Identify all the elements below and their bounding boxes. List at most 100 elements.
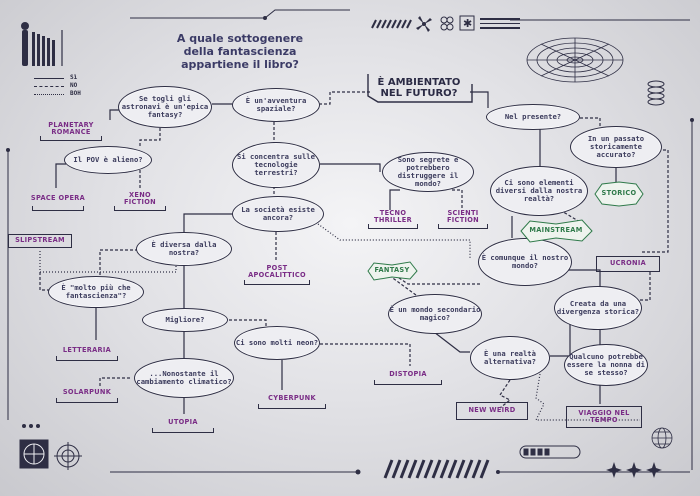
- genre-label: SLIPSTREAM: [15, 236, 65, 245]
- genre-label: SOLARPUNK: [62, 388, 112, 397]
- question-avventura: È un'avventura spaziale?: [232, 88, 320, 122]
- solid-line-icon: [34, 77, 64, 79]
- conn-divergenza-ucronia: [640, 272, 651, 301]
- conn-elementi-mainstream: [559, 209, 581, 223]
- genre-label: TECNO THRILLER: [374, 208, 412, 224]
- question-neon: Ci sono molti neon?: [234, 326, 320, 360]
- genre-storico: STORICO: [601, 189, 637, 198]
- frame-dots: [6, 16, 694, 475]
- question-migliore: Migliore?: [142, 308, 228, 332]
- question-nonni: Qualcuno potrebbe essere la nonna di se …: [564, 344, 648, 386]
- stripe-bar-icon: [383, 459, 490, 479]
- storico-burst: [594, 181, 644, 207]
- conn-segrete-scifi: [452, 189, 463, 210]
- conn-start-presente: [470, 91, 489, 108]
- genre-fantasy: FANTASY: [374, 266, 410, 275]
- question-pov: Il POV è alieno?: [64, 146, 152, 174]
- genre-space-opera: SPACE OPERA: [30, 190, 86, 211]
- genre-label: NEW WEIRD: [468, 406, 516, 415]
- question-alternativa: È una realtà alternativa?: [470, 336, 550, 380]
- question-presente: Nel presente?: [486, 104, 580, 130]
- question-diversa: È diversa dalla nostra?: [136, 232, 232, 266]
- flower-icon: [440, 16, 454, 31]
- conn-pov-spaceopera: [55, 163, 66, 188]
- conn-astronavi-planetary: [109, 109, 120, 120]
- wormhole-grid-icon: [526, 37, 624, 83]
- legend: Sì NO BOH: [34, 74, 81, 98]
- question-secondario: È un mondo secondario magico?: [388, 294, 482, 334]
- target-icon: [54, 442, 82, 470]
- human-silhouettes-icon: [21, 22, 55, 66]
- legend-label: NO: [70, 82, 78, 89]
- question-comunque: È comunque il nostro mondo?: [478, 238, 572, 286]
- genre-label: DISTOPIA: [389, 370, 427, 379]
- fantasy-burst: [367, 261, 418, 281]
- start-question: È AMBIENTATO NEL FUTURO?: [377, 77, 461, 99]
- conn-comunque-divergenza: [560, 269, 601, 290]
- genre-utopia: UTOPIA: [150, 416, 216, 433]
- genre-xeno-fiction: XENO FICTION: [112, 190, 168, 211]
- globe-grid-icon: [651, 427, 673, 449]
- conn-secondario-alternativa: [433, 331, 470, 353]
- legend-label: BOH: [70, 90, 81, 97]
- question-divergenza: Creata da una divergenza storica?: [554, 286, 642, 330]
- genre-label: SCIENTI FICTION: [447, 208, 479, 224]
- dotted-line-icon: [34, 93, 64, 95]
- conn-secondario-fantasy: [389, 275, 421, 299]
- legend-row-boh: BOH: [34, 90, 81, 98]
- svg-text:✱: ✱: [463, 17, 472, 30]
- mainstream-burst: [520, 219, 593, 243]
- dots-icon: [22, 424, 40, 428]
- question-segrete: Sono segrete e potrebbero distruggere il…: [382, 152, 474, 192]
- genre-scienti-fiction: SCIENTI FICTION: [436, 208, 490, 229]
- legend-row-yes: Sì: [34, 74, 81, 82]
- conn-societa-comunque: [317, 223, 471, 258]
- genre-slipstream: SLIPSTREAM: [8, 234, 72, 248]
- genre-label: POST APOCALITTICO: [248, 263, 306, 279]
- question-elementi: Ci sono elementi diversi dalla nostra re…: [490, 166, 588, 216]
- page-title: A quale sottogenere della fantascienza a…: [176, 32, 304, 71]
- hatch-stripe-icon: [371, 19, 412, 29]
- fan-icon: [416, 16, 432, 32]
- conn-diversa-molto: [99, 249, 138, 276]
- question-molto: È "molto più che fantascienza"?: [48, 276, 144, 308]
- conn-tecnologie-segrete: [320, 163, 381, 172]
- globe-icon: [19, 439, 49, 469]
- genre-cyberpunk: CYBERPUNK: [256, 392, 328, 409]
- genre-distopia: DISTOPIA: [372, 368, 444, 385]
- genre-label: UCRONIA: [609, 259, 647, 268]
- genre-planetary-romance: PLANETARY ROMANCE: [38, 120, 104, 141]
- legend-row-no: NO: [34, 82, 81, 90]
- genre-viaggio-nel-tempo: VIAGGIO NEL TEMPO: [566, 406, 642, 428]
- genre-label: PLANETARY ROMANCE: [48, 120, 94, 136]
- frame-top: [130, 9, 350, 19]
- genre-label: UTOPIA: [168, 418, 198, 427]
- conn-alternativa-newweird: [499, 379, 512, 409]
- pill-track-icon: [519, 445, 581, 459]
- conn-segrete-techno: [389, 189, 400, 210]
- conn-astronavi-pov: [139, 128, 161, 148]
- genre-label: VIAGGIO NEL TEMPO: [578, 408, 630, 424]
- genre-label: XENO FICTION: [124, 190, 156, 206]
- genre-post-apocalittico: POST APOCALITTICO: [242, 262, 312, 285]
- genre-tecno-thriller: TECNO THRILLER: [366, 208, 420, 229]
- star-box-icon: [459, 15, 475, 31]
- conn-cambiamento-solarpunk: [99, 377, 130, 388]
- genre-label: SPACE OPERA: [30, 194, 86, 203]
- genre-new-weird: NEW WEIRD: [456, 402, 528, 420]
- genre-letteraria: LETTERARIA: [54, 344, 120, 361]
- sparkle-icon: [606, 462, 662, 478]
- question-astronavi: Se togli gli astronavi è un'epica fantas…: [118, 86, 212, 128]
- question-tecnologie: Si concentra sulle tecnologie terrestri?: [232, 142, 320, 188]
- conn-migliore-neon: [214, 319, 267, 330]
- question-societa: La società esiste ancora?: [232, 196, 324, 232]
- conn-presente-passato: [580, 117, 601, 130]
- question-passato: In un passato storicamente accurato?: [570, 126, 662, 168]
- conn-societa-diversa: [183, 213, 234, 232]
- conn-neon-distopia: [320, 343, 411, 366]
- legend-label: Sì: [70, 74, 78, 81]
- barcode-icon: [480, 18, 520, 29]
- start-bracket: [367, 74, 473, 103]
